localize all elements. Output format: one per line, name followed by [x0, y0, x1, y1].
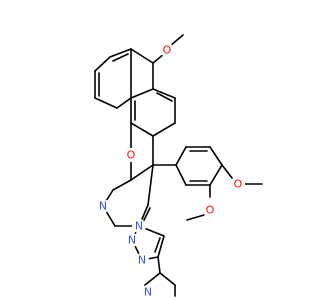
bond-lines — [94, 34, 263, 297]
chemical-structure: O O O O N N N N N — [94, 34, 263, 299]
atom-o-pyran: O — [127, 149, 136, 162]
atom-n-triazole-a: N — [128, 234, 136, 247]
atom-o-methoxy-top: O — [163, 44, 172, 57]
atom-n-pyridine: N — [144, 286, 152, 299]
atom-n-triazole-b: N — [138, 254, 146, 267]
atom-n-pyrimidine: N — [99, 200, 107, 213]
atom-labels: O O O O N N N N N — [96, 43, 245, 299]
atom-o-methoxy-para: O — [234, 178, 243, 191]
atom-o-methoxy-meta: O — [206, 204, 215, 217]
atom-n-fusion: N — [135, 220, 143, 233]
